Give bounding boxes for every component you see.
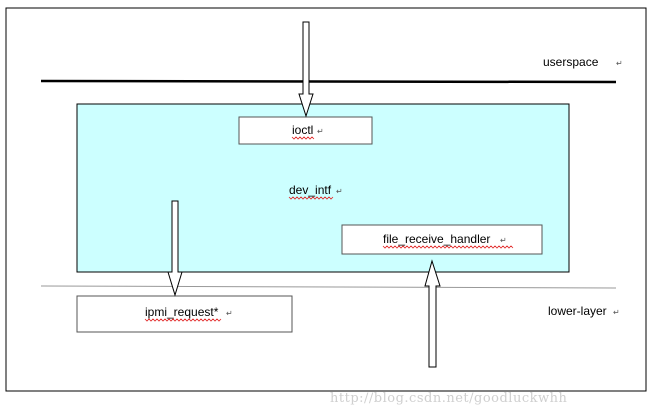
lower-layer-boundary-line: [40, 285, 617, 289]
ioctl-box: [238, 116, 373, 145]
watermark: http://blog.csdn.net/goodluckwhh: [330, 391, 567, 406]
file-receive-handler-box: [341, 224, 543, 255]
ipmi-request-label: ipmi_request*: [145, 305, 219, 319]
spellcheck-underline: [382, 245, 514, 249]
arrow-down-icon: [167, 200, 183, 297]
paragraph-mark: ↵: [336, 187, 343, 196]
paragraph-mark: ↵: [226, 309, 233, 318]
file-receive-handler-label: file_receive_handler: [383, 232, 490, 246]
dev-intf-label: dev_intf: [289, 183, 332, 197]
spellcheck-underline: [288, 196, 334, 200]
spellcheck-underline: [291, 136, 315, 140]
userspace-boundary-line: [40, 79, 617, 84]
ipmi-request-box: [76, 295, 293, 333]
ioctl-label: ioctl: [292, 123, 313, 137]
userspace-label: userspace: [543, 55, 599, 69]
paragraph-mark: ↵: [613, 308, 620, 317]
paragraph-mark: ↵: [500, 236, 507, 245]
spellcheck-underline: [144, 318, 222, 322]
arrow-up-icon: [424, 259, 441, 368]
paragraph-mark: ↵: [616, 59, 623, 68]
lower-layer-label: lower-layer: [548, 304, 607, 318]
paragraph-mark: ↵: [317, 127, 324, 136]
arrow-down-icon: [298, 21, 314, 118]
